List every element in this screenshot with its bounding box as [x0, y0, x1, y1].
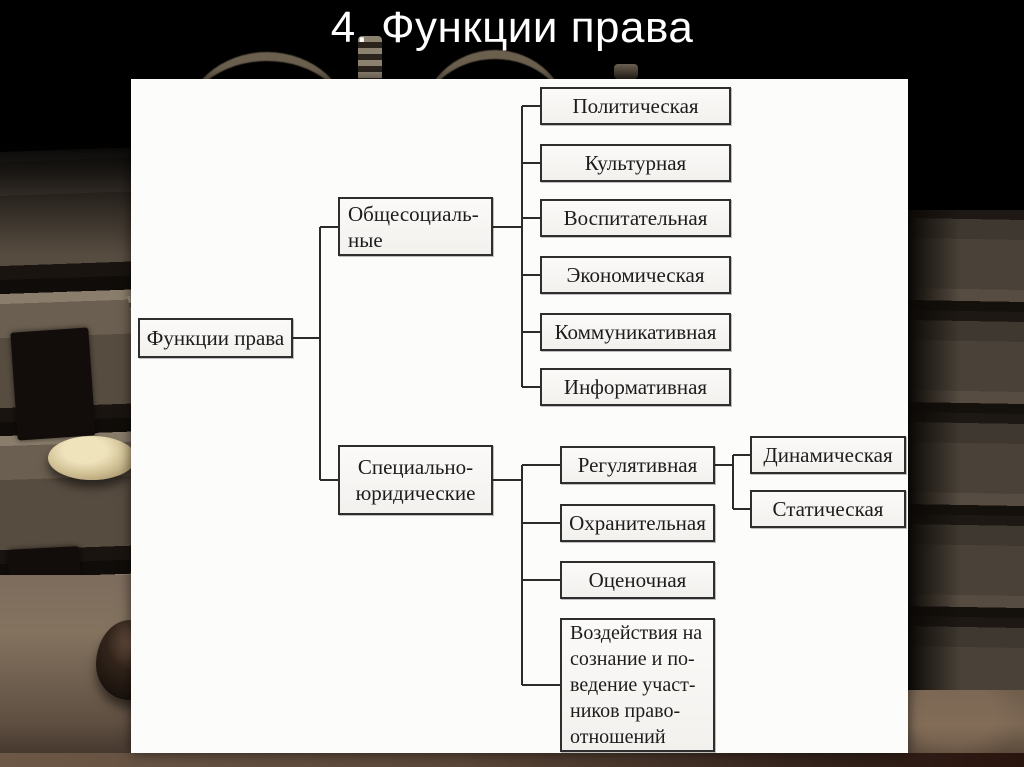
bookshelf-right [908, 210, 1024, 696]
diagram-panel [131, 79, 908, 753]
node-protective: Охранительная [560, 504, 715, 542]
book-spine-label [10, 327, 96, 441]
node-regulatory: Регулятивная [560, 446, 715, 484]
node-special-legal: Специально- юридические [338, 445, 493, 515]
node-functions-of-law: Функции права [138, 318, 293, 358]
node-dynamic: Динамическая [750, 436, 906, 474]
node-cultural: Культурная [540, 144, 731, 182]
node-economic: Экономическая [540, 256, 731, 294]
slide-title: 4. Функции права [330, 3, 694, 52]
node-educational: Воспитательная [540, 199, 731, 237]
scale-beam-right-arc [420, 50, 570, 129]
node-static: Статическая [750, 490, 906, 528]
scale-beam-center-links [358, 36, 382, 82]
scale-pan [48, 436, 136, 480]
scale-beam-clamp [614, 64, 638, 79]
table-edge [0, 753, 1024, 767]
node-informative: Информативная [540, 368, 731, 406]
scale-beam-left-arc [183, 52, 351, 131]
node-evaluative: Оценочная [560, 561, 715, 599]
node-general-social: Общесоциаль- ные [338, 197, 493, 256]
node-communicative: Коммуникативная [540, 313, 731, 351]
node-political: Политическая [540, 87, 731, 125]
node-impact-on-consciousness: Воздействия на сознание и по- ведение уч… [560, 618, 715, 752]
